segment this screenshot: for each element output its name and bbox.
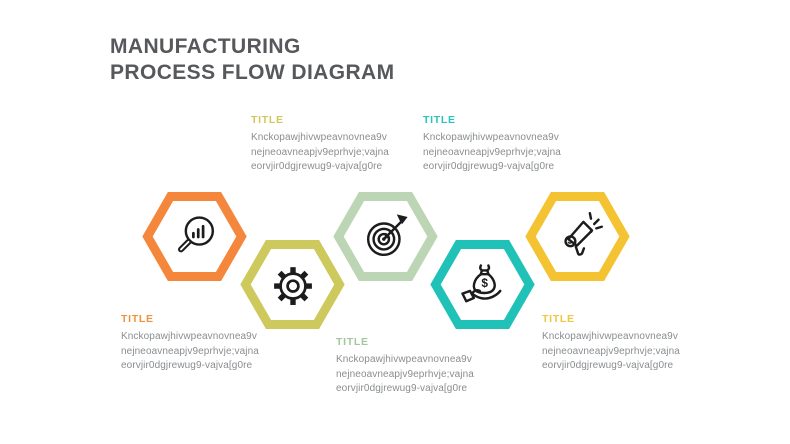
step-4-text-block: TITLE Knckopawjhivwpeavnovnea9v nejneoav…	[423, 114, 588, 175]
money-in-hand-icon: $	[460, 263, 501, 302]
hexagon-step-2	[240, 238, 345, 331]
hexagon-outline	[142, 192, 247, 281]
step-5-text-block: TITLE Knckopawjhivwpeavnovnea9v nejneoav…	[542, 313, 707, 374]
step-4-description: Knckopawjhivwpeavnovnea9v nejneoavneapjv…	[423, 132, 561, 172]
step-1-title: TITLE	[121, 313, 154, 325]
hexagon-step-1	[142, 190, 247, 283]
step-2-title: TITLE	[251, 114, 284, 126]
hexagon-step-3	[333, 190, 438, 283]
hexagon-outline	[525, 192, 630, 281]
step-2-description: Knckopawjhivwpeavnovnea9v nejneoavneapjv…	[251, 132, 389, 172]
step-4-title: TITLE	[423, 114, 456, 126]
page-title: MANUFACTURING PROCESS FLOW DIAGRAM	[110, 35, 395, 84]
analysis-search-icon	[177, 215, 214, 252]
step-5-title: TITLE	[542, 313, 575, 325]
gear-icon	[273, 266, 312, 305]
hexagon-outline	[430, 240, 535, 329]
step-3-text-block: TITLE Knckopawjhivwpeavnovnea9v nejneoav…	[336, 336, 501, 397]
step-1-text-block: TITLE Knckopawjhivwpeavnovnea9v nejneoav…	[121, 313, 286, 374]
hexagon-step-4: $	[430, 238, 535, 331]
step-3-title: TITLE	[336, 336, 369, 348]
megaphone-icon	[563, 211, 603, 256]
target-arrow-icon	[366, 213, 408, 256]
step-5-description: Knckopawjhivwpeavnovnea9v nejneoavneapjv…	[542, 331, 680, 371]
step-3-description: Knckopawjhivwpeavnovnea9v nejneoavneapjv…	[336, 354, 474, 394]
svg-text:$: $	[481, 276, 488, 290]
hexagon-step-5	[525, 190, 630, 283]
step-2-text-block: TITLE Knckopawjhivwpeavnovnea9v nejneoav…	[251, 114, 416, 175]
step-1-description: Knckopawjhivwpeavnovnea9v nejneoavneapjv…	[121, 331, 259, 371]
